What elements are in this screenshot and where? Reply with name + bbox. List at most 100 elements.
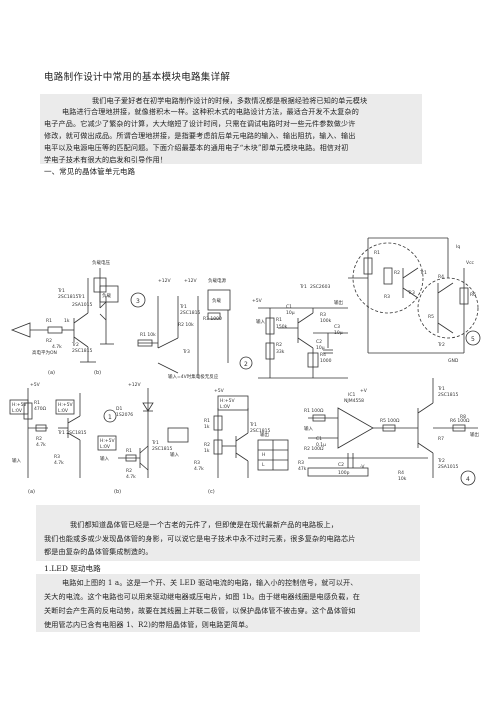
label: 1k [204,424,210,430]
label: C2 [316,339,322,345]
sub-label: (b) [94,370,101,376]
sub-label: (c) [208,489,215,495]
led-line: 使用管芯内已含有电阻器 1、R2)的带阻晶体管，则电路更简单。 [44,620,253,629]
label: 1k [204,448,210,454]
label: Tr1 [249,422,257,428]
label: R4 [438,274,444,280]
label: 2SC1815 [152,446,172,452]
label: R1 [204,418,210,424]
label: IC1 [348,392,355,398]
label: H [262,452,265,458]
circuit-figure: 高电平为ON 2SC1815 Tr1 R1 R2 4.7k 1k 负载电压 负载… [8,178,488,500]
label: R2 [36,436,42,442]
label: 10μ [334,330,343,336]
label: R1 10k [140,332,156,338]
label: 负载 [212,297,221,304]
label: Tr1 [151,440,159,446]
led-line: 关大的电流。这个电路也可以用来驱动继电器或压电片，如图 1b。由于继电器线圈是电… [44,592,360,601]
sub-heading: 1.LED 驱动电路 [44,564,101,573]
label: 4.7k [52,344,62,350]
label: R2 100Ω [304,446,324,452]
label: 2SA1015 [438,464,458,470]
label: C3 [334,324,340,330]
intro-line: 我们电子爱好者在初学电路制作设计的时候，多数情况都是根据经验将已知的单元模块 [92,96,368,105]
led-shade [36,574,420,632]
label: R6 [470,292,476,298]
body-shade [36,505,420,561]
label: C1 [316,436,322,442]
label: 4.7k [54,460,64,466]
label: R3 1000 [203,316,222,322]
label: Tr2 [437,342,445,348]
label: 输出 [470,431,479,438]
intro-line: 学电子技术有很大的启发和引导作用！ [44,155,168,164]
label: R1 [374,250,380,256]
label: R3 [194,460,200,466]
page-title: 电路制作设计中常用的基本模块电路集详解 [44,72,231,83]
label: L:0V [12,408,23,414]
label: 2SC1815 [58,294,78,300]
label: L:0V [58,408,69,414]
label: 输入 [100,455,109,462]
sub-label: (b) [114,489,121,495]
label: Tr1 [419,270,427,276]
label: R3 [54,454,60,460]
label: L [262,462,265,468]
label: 2SC1815 [438,392,458,398]
label: 高电平为ON [32,349,57,356]
label: 1S2076 [116,412,133,418]
circle-number: 1 [108,414,112,421]
label: H:+5V [220,398,236,404]
label: 输入=4V时集电极无反应 [168,373,219,380]
label: R2 [394,270,400,276]
label: R2 [46,338,52,344]
label: R2 10k [178,322,194,328]
label: Tr1 [77,294,85,300]
label: R4 [398,470,404,476]
body-line: 我们也能或多或少发现晶体管的身影，可以说它是电子技术中永不过时元素，很多复杂的电… [44,534,356,543]
label: R5 [428,314,434,320]
label: H:+5V [100,438,116,444]
label: 10k [398,476,407,482]
label: 负载 [102,292,111,299]
label: 1000 [320,358,332,364]
label: L:0V [220,404,231,410]
label: Tr1 [299,284,307,290]
sub-label: (a) [28,489,35,495]
label: Tr3 [407,290,415,296]
label: C2 [338,462,344,468]
label: R8 [460,414,466,420]
body-line: 我们都知道晶体管已经是一个古老的元件了，但即使是在现代最新产品的电路板上， [70,520,339,529]
intro-line: 电路进行合理地拼接，就像搭积木一样。这种积木式的电路设计方法，最适合开发不太复杂… [62,107,359,116]
label: GND [448,358,459,364]
label: Vcc [466,260,475,266]
label: -V [360,464,365,470]
label: R6 100Ω [450,418,470,424]
label: R3 [384,294,390,300]
label: 33k [276,349,285,355]
label: 470Ω [34,406,47,412]
label: 2SC1815 [250,428,270,434]
label: 2SC1815 [180,310,200,316]
label: R3 [298,460,304,466]
label: 负载电压 [92,259,110,266]
label: 输出 [260,431,269,438]
label: 输入 [170,451,179,458]
label: 4.7k [36,442,46,448]
label: 100p [338,470,350,476]
section-heading: 一、常见的晶体管单元电路 [44,167,136,176]
label: R4 [320,352,326,358]
led-line: 关断时会产生高的反电动势，故要在其线圈上并联二极管，以保护晶体管不被击穿。这个晶… [44,606,356,615]
label: 1k [64,318,70,324]
label: +12V [128,382,141,388]
label: +5V [214,388,225,394]
label: 4.7k [126,474,136,480]
label: 输入 [256,318,265,325]
label: 2SA1015 [72,302,92,308]
label: 100k [320,318,332,324]
sub-label: (a) [48,370,55,376]
led-line: 电路如上图的 1 a。这是一个开、关 LED 驱动电流的电路，输入小的控制信号，… [62,578,358,587]
label: R2 [204,442,210,448]
label: R1 [276,317,282,323]
